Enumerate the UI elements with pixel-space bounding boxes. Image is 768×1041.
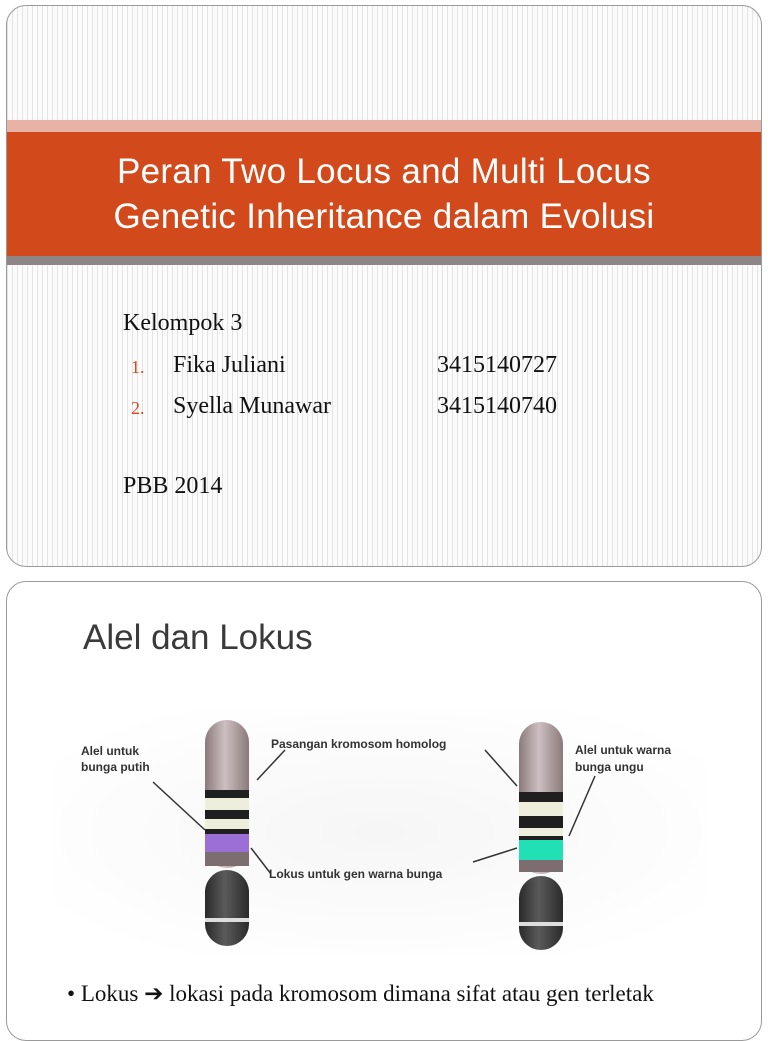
chromosome-left-band-4 xyxy=(205,819,249,829)
pointer-top-right xyxy=(484,749,518,787)
label-allele-white-line-1: Alel untuk xyxy=(81,744,139,758)
chromosome-right xyxy=(519,722,563,950)
chromosome-left-band-1 xyxy=(205,790,249,798)
label-allele-white-line-2: bunga putih xyxy=(81,760,150,774)
member-id-2: 3415140740 xyxy=(437,393,557,419)
chromosome-right-band-4 xyxy=(519,828,563,836)
chromosome-right-lower-arm xyxy=(519,876,563,950)
group-label: Kelompok 3 xyxy=(123,310,243,336)
allele-white-band xyxy=(205,834,249,852)
accent-band-pink xyxy=(7,120,761,132)
title-band: Peran Two Locus and Multi Locus Genetic … xyxy=(7,132,761,256)
label-allele-purple-line-2: bunga ungu xyxy=(575,760,644,774)
member-id-1: 3415140727 xyxy=(437,352,557,378)
pointer-locus-left xyxy=(250,847,272,875)
chromosome-left-band-7 xyxy=(205,918,249,922)
chromosome-right-band-5 xyxy=(519,836,563,840)
slide-title-line-1: Peran Two Locus and Multi Locus xyxy=(117,152,651,191)
chromosome-left-band-2 xyxy=(205,798,249,810)
label-homologous-pair: Pasangan kromosom homolog xyxy=(271,737,446,751)
chromosome-left-band-5 xyxy=(205,829,249,834)
pointer-locus-right xyxy=(472,847,518,863)
chromosome-diagram: Alel untuk bunga putih Pasangan kromosom… xyxy=(53,710,707,954)
slide-heading: Alel dan Lokus xyxy=(83,618,313,657)
content-slide: Alel dan Lokus xyxy=(6,581,762,1041)
chromosome-left-band-6 xyxy=(205,852,249,866)
label-locus: Lokus untuk gen warna bunga xyxy=(269,867,443,881)
bullet-item: • Lokus ➔ lokasi pada kromosom dimana si… xyxy=(67,980,707,1008)
member-name-2: Syella Munawar xyxy=(173,393,331,419)
pointer-top-left xyxy=(256,749,286,781)
bullet-marker: • xyxy=(67,981,76,1006)
chromosome-right-band-2 xyxy=(519,802,563,816)
list-number-1: 1. xyxy=(131,357,145,377)
program-label: PBB 2014 xyxy=(123,473,223,499)
pointer-lines xyxy=(152,749,596,875)
chromosome-right-band-3 xyxy=(519,816,563,828)
diagram-background xyxy=(53,710,707,954)
chromosome-left-lower-arm xyxy=(205,870,249,946)
chromosome-left xyxy=(205,720,249,946)
chromosome-right-band-1 xyxy=(519,792,563,802)
chromosome-right-band-7 xyxy=(519,922,563,926)
chromosome-right-band-6 xyxy=(519,860,563,872)
arrow-icon: ➔ xyxy=(144,981,164,1006)
label-allele-purple-line-1: Alel untuk warna xyxy=(575,743,671,757)
pointer-right-allele xyxy=(568,775,596,837)
pointer-left-allele xyxy=(152,781,206,831)
allele-purple-band xyxy=(519,840,563,860)
slide-title-line-2: Genetic Inheritance dalam Evolusi xyxy=(113,197,655,236)
list-number-2: 2. xyxy=(131,398,145,418)
bullet-text: lokasi pada kromosom dimana sifat atau g… xyxy=(169,981,654,1006)
chromosome-left-band-3 xyxy=(205,810,249,819)
title-slide: Peran Two Locus and Multi Locus Genetic … xyxy=(6,5,762,567)
accent-band-grey xyxy=(7,256,761,265)
bullet-term: Lokus xyxy=(80,981,139,1006)
member-name-1: Fika Juliani xyxy=(173,352,286,378)
